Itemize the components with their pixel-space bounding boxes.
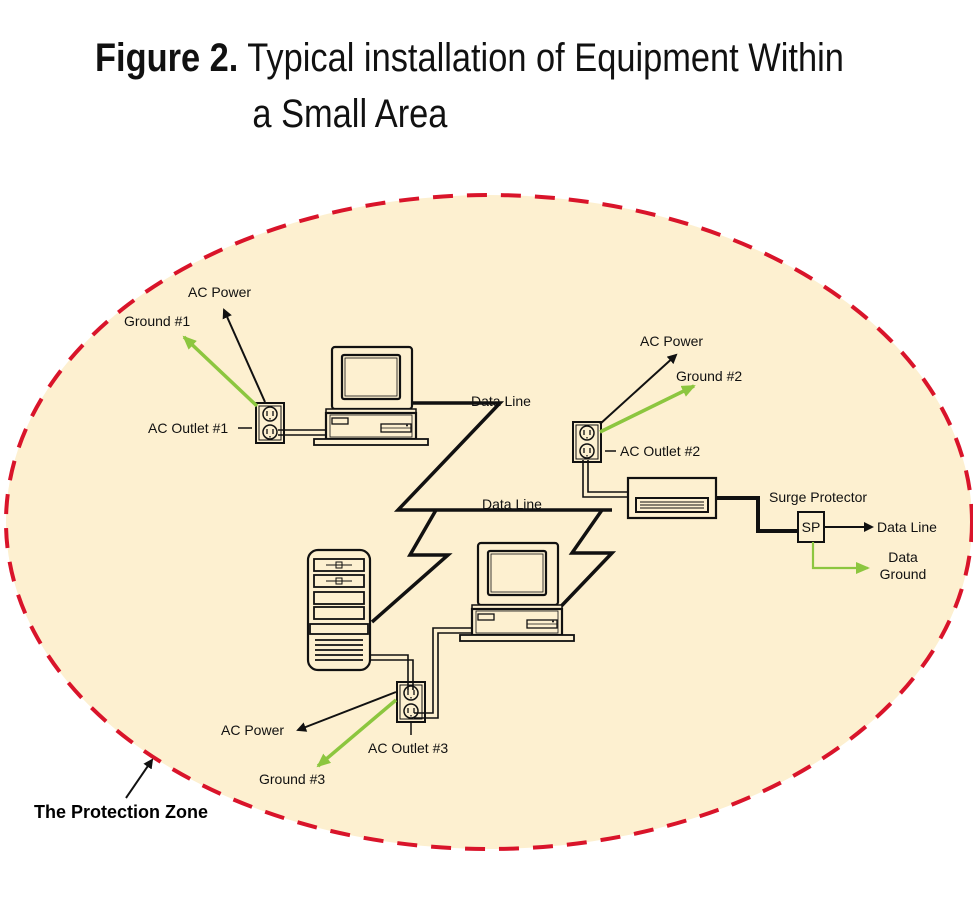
ac-power-3-arrow: [296, 691, 397, 732]
ac-outlet-2-icon: [572, 421, 602, 463]
server-tower-icon: [306, 548, 372, 672]
ac-power-2-arrow: [599, 353, 678, 425]
ground-1-arrow: [182, 335, 259, 408]
data-line-top-label: Data Line: [471, 393, 531, 409]
ac-outlet-3-label: AC Outlet #3: [368, 740, 448, 756]
power-cord-1: [278, 429, 326, 436]
ac-outlet-3-icon: [396, 681, 426, 723]
ac-power-3-label: AC Power: [221, 722, 284, 738]
protection-zone-label: The Protection Zone: [34, 802, 208, 822]
data-ground-arrow: [811, 542, 870, 574]
ground-3-arrow: [316, 698, 398, 768]
data-line-mid-label: Data Line: [482, 496, 542, 512]
figure-title: Figure 2. Typical installation of Equipm…: [95, 30, 844, 142]
power-cord-2: [582, 460, 628, 498]
data-line-pc3-path: [546, 508, 617, 622]
surge-protector-label: Surge Protector: [769, 489, 867, 505]
ground-1-label: Ground #1: [124, 313, 190, 329]
figure-number: Figure 2.: [95, 36, 239, 80]
computer-2-icon: [458, 541, 576, 643]
data-line-to-sp: [716, 496, 798, 533]
data-line-out-label: Data Line: [877, 519, 937, 535]
data-line-server-path: [370, 509, 453, 624]
power-cord-server: [370, 654, 414, 690]
ac-power-2-label: AC Power: [640, 333, 703, 349]
network-device-icon: [626, 476, 718, 520]
ac-outlet-1-label: AC Outlet #1: [148, 420, 228, 436]
ground-2-label: Ground #2: [676, 368, 742, 384]
protection-zone-boundary: [4, 193, 973, 851]
computer-1-icon: [312, 345, 430, 447]
figure-title-line2: a Small Area: [252, 92, 448, 136]
ac-power-1-label: AC Power: [188, 284, 251, 300]
data-ground-label-line2: Ground: [880, 566, 927, 582]
ground-3-label: Ground #3: [259, 771, 325, 787]
sp-label: SP: [802, 519, 821, 535]
data-ground-label-line1: Data: [888, 549, 918, 565]
ac-power-1-arrow: [222, 308, 266, 403]
surge-protector-box: [797, 511, 825, 543]
ac-outlet-2-label: AC Outlet #2: [620, 443, 700, 459]
data-line-top-path: [393, 401, 612, 512]
figure-title-line1: Typical installation of Equipment Within: [247, 36, 844, 80]
protection-zone-arrow: [125, 758, 154, 799]
ground-2-arrow: [599, 384, 696, 434]
ac-outlet-1-icon: [255, 402, 285, 444]
power-cord-pc3: [414, 627, 472, 719]
